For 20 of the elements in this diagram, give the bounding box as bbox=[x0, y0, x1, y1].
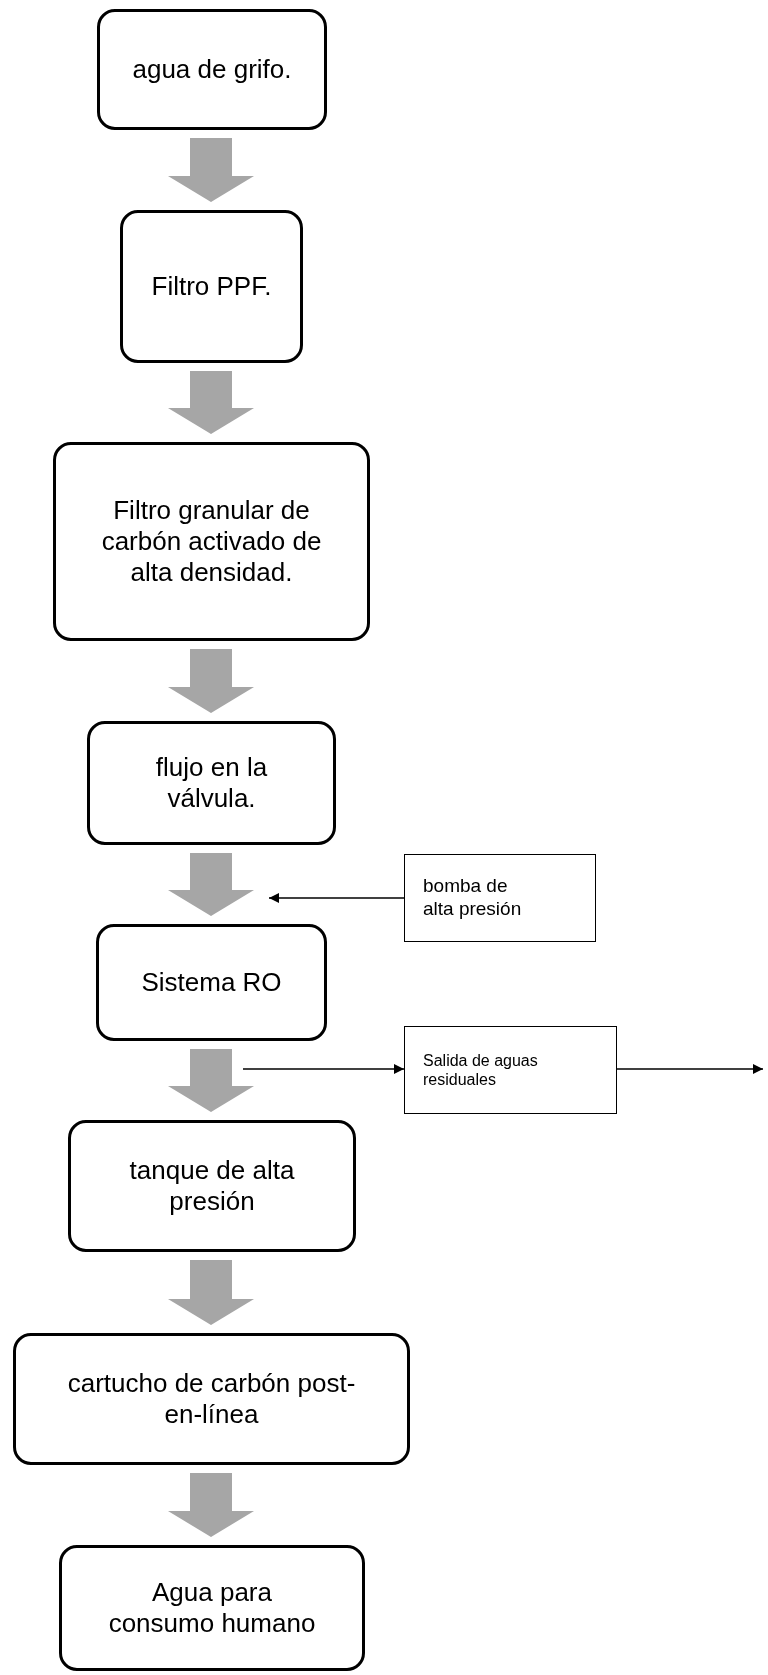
process-box: flujo en la válvula. bbox=[87, 721, 336, 845]
note-box: bomba de alta presión bbox=[404, 854, 596, 942]
arrow bbox=[616, 1064, 764, 1074]
process-box: tanque de alta presión bbox=[68, 1120, 356, 1252]
block-arrow bbox=[168, 1260, 254, 1325]
block-arrow bbox=[168, 371, 254, 434]
process-box: agua de grifo. bbox=[97, 9, 327, 130]
process-box: cartucho de carbón post-en-línea bbox=[13, 1333, 410, 1465]
note-box: Salida de aguas residuales bbox=[404, 1026, 617, 1114]
process-box: Filtro PPF. bbox=[120, 210, 303, 363]
block-arrow bbox=[168, 138, 254, 202]
process-box: Agua para consumo humano bbox=[59, 1545, 365, 1671]
block-arrow bbox=[168, 1473, 254, 1537]
process-box: Filtro granular de carbón activado de alta densidad. bbox=[53, 442, 370, 641]
arrow bbox=[242, 1064, 405, 1074]
block-arrow bbox=[168, 649, 254, 713]
block-arrow bbox=[168, 1049, 254, 1112]
block-arrow bbox=[168, 853, 254, 916]
process-box: Sistema RO bbox=[96, 924, 327, 1041]
arrow bbox=[268, 893, 405, 903]
